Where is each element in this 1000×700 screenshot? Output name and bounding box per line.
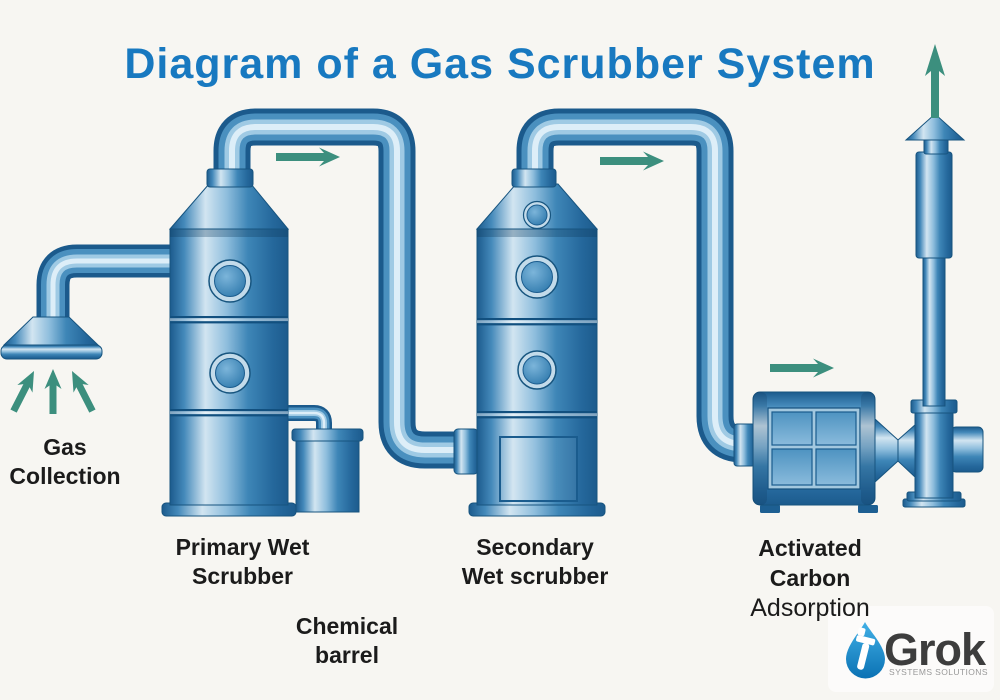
label-secondary-line1: Secondary [476, 534, 594, 560]
stack-tube-lower [922, 255, 946, 407]
label-chemical-barrel: Chemical barrel [272, 612, 422, 670]
right-arrow-secondary-outlet-icon [600, 151, 664, 171]
chemical-barrel [291, 428, 364, 513]
drum-foot-right [858, 505, 878, 513]
label-activated-carbon-adsorption: Activated Carbon Adsorption [715, 533, 905, 623]
primary-neck-collar [206, 168, 254, 188]
up-arrow-stack-exhaust-icon [925, 44, 945, 118]
secondary-divider-hoops [477, 318, 597, 419]
label-gas-collection: Gas Collection [0, 433, 130, 491]
drum-grid-windows [771, 411, 857, 486]
primary-divider-hoops [170, 316, 288, 417]
gas-collection-hood [0, 316, 103, 360]
secondary-porthole-lower [517, 350, 557, 390]
label-primary-line1: Primary Wet [175, 534, 310, 560]
scrubber-to-barrel-pipe [286, 405, 332, 436]
drum-outlet-cone [874, 417, 899, 484]
primary-to-secondary-pipe [213, 108, 458, 469]
label-gas-collection-line2: Collection [9, 463, 121, 489]
right-arrow-into-carbon-unit-icon [770, 358, 834, 378]
label-secondary-line2: Wet scrubber [461, 563, 609, 589]
exhaust-stack [902, 113, 984, 508]
label-primary-wet-scrubber: Primary Wet Scrubber [155, 533, 330, 591]
grok-logo [828, 606, 994, 692]
secondary-wet-scrubber [453, 168, 606, 517]
secondary-porthole-upper [515, 255, 559, 299]
primary-porthole-upper [208, 259, 252, 303]
label-secondary-wet-scrubber: Secondary Wet scrubber [445, 533, 625, 591]
wrench-icon [856, 627, 876, 670]
label-carbon-line2: Carbon [769, 565, 851, 591]
activated-carbon-adsorption-unit [733, 391, 917, 513]
primary-wet-scrubber [161, 168, 297, 517]
label-carbon-line3: Adsorption [750, 594, 870, 622]
barrel-rim [291, 428, 364, 442]
up-arrow-into-hood-right-icon [64, 367, 101, 415]
primary-cone-top [168, 183, 290, 230]
right-arrow-primary-to-secondary-icon [276, 147, 340, 167]
label-chemical-line1: Chemical [295, 613, 399, 639]
flow-arrows [5, 44, 945, 415]
logo-wordmark: Grok [884, 624, 986, 675]
secondary-access-panel [499, 436, 578, 502]
secondary-neck-collar [511, 168, 557, 188]
secondary-to-carbon-pipe [516, 108, 748, 463]
drum-foot-left [760, 505, 780, 513]
label-primary-line2: Scrubber [192, 563, 293, 589]
secondary-inlet-flange [453, 428, 479, 475]
stack-muffler-section [915, 151, 953, 259]
carbon-inlet-flange [733, 423, 756, 467]
stack-rain-cap [904, 113, 966, 141]
up-arrow-into-hood-left-icon [5, 367, 42, 415]
label-chemical-line2: barrel [315, 642, 379, 668]
barrel-body [295, 434, 360, 513]
logo-tagline: SYSTEMS SOLUTIONS [889, 667, 988, 677]
label-gas-collection-line1: Gas [43, 434, 87, 460]
up-arrow-into-hood-center-icon [44, 369, 62, 414]
stack-side-box [950, 426, 984, 473]
label-carbon-line1: Activated [758, 535, 862, 561]
page-title: Diagram of a Gas Scrubber System [124, 40, 876, 88]
primary-porthole-lower [209, 352, 251, 394]
stack-base-column [914, 409, 954, 499]
secondary-cone-window [522, 200, 552, 230]
stack-inlet-cone [897, 422, 917, 480]
gas-inlet-pipe [36, 244, 178, 334]
